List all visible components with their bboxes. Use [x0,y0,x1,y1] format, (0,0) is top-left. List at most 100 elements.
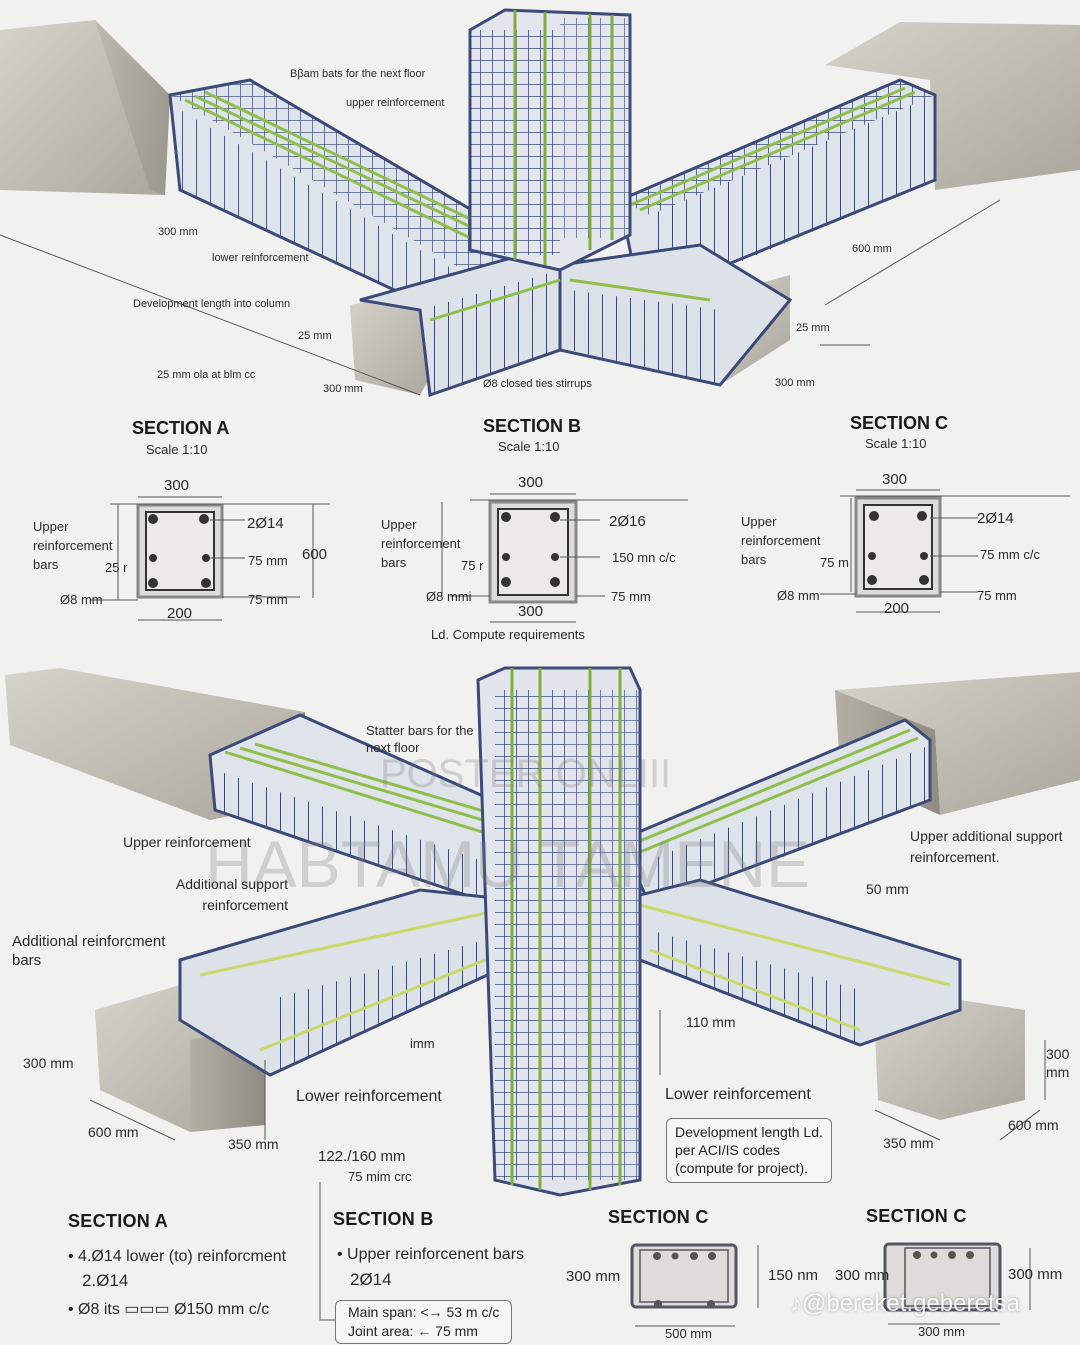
label-lower-reinforcement: lower reinforcement [212,252,309,264]
top-3d-view [0,8,1080,398]
section-b-side-label: Upper reinforcement bars [381,517,461,570]
section-c1-drawing [630,1243,759,1327]
section-b-item: Upper reinforcenent bars [337,1245,524,1265]
concrete-block-right [835,672,1080,815]
label-additional-support: Additional support reinforcement [175,876,288,913]
section-c-tie: Ø8 mm [777,588,820,603]
section-a-spacing: 75 mm [248,553,288,568]
label-dim-122-160: 122./160 mm [318,1148,406,1165]
concrete-block-front-right [875,1000,1025,1120]
label-development-length: Development length into column [133,298,291,310]
section-a-bottom: 75 mm [248,592,288,607]
section-a-width-top: 300 [164,477,190,494]
section-c-cover: 75 m [820,555,849,570]
joint-area-line: Joint area: ← 75 mm [348,1323,478,1339]
section-c2-height-right: 300 mm [1008,1266,1063,1283]
bottom-section-c2-title: SECTION C [866,1206,967,1226]
watermark-author: HABTAMU TAMENE [205,827,811,901]
concrete-block-top-right [825,22,1080,190]
label-dim-300-right: 300 mm [775,377,815,389]
section-a-item: 2.Ø14 [82,1271,129,1290]
section-c-width-bottom: 200 [884,600,910,617]
section-c1-depth: 150 nm [768,1267,819,1284]
section-c-drawing [820,489,1070,613]
section-b-tie: Ø8 mmi [426,589,472,604]
label-lower-reinforcement-left: Lower reinforcement [296,1088,442,1105]
section-a-drawing [90,496,330,621]
section-c-scale: Scale 1:10 [865,436,927,451]
section-b-item: 2Ø14 [350,1270,392,1289]
label-dim-110: 110 mm [686,1014,736,1030]
section-c-title: SECTION C [850,413,949,433]
section-a-cover: 25 r [105,560,128,575]
label-lower-reinforcement-right: Lower reinforcement [665,1086,811,1103]
bottom-section-c1-title: SECTION C [608,1207,709,1227]
main-span-line: Main span: <→ 53 m c/c [348,1304,500,1320]
section-c1-width: 500 mm [665,1326,712,1341]
section-c-spacing: 75 mm c/c [980,547,1040,562]
section-b-scale: Scale 1:10 [498,439,560,454]
section-c-bottom: 75 mm [977,588,1017,603]
section-b-bottom: 75 mm [611,589,651,604]
label-dim-300-right: 300 mm [1046,1046,1070,1080]
section-b-width-top: 300 [518,474,544,491]
span-box: Main span: <→ 53 m c/c Joint area: ← 75 … [335,1300,513,1344]
watermark-poster: POSTER ONLIII [380,752,672,796]
label-dim-600: 600 mm [852,243,892,255]
section-c-bars: 2Ø14 [977,510,1014,527]
credit-handle: @bereket.geberetsa [802,1290,1020,1317]
label-dim-300-b: 300 mm [323,383,363,395]
section-a-scale: Scale 1:10 [146,442,208,457]
section-c2-width: 300 mm [918,1324,965,1339]
section-c-width-top: 300 [882,471,908,488]
label-beam-bars-next-floor: Bβam bats for the next floor [290,68,426,80]
label-dim-600-left: 600 mm [88,1124,139,1140]
section-c-side-label: Upper reinforcement bars [741,514,821,567]
section-a-item: Ø8 its ▭▭▭ Ø150 mm c/c [68,1300,269,1320]
section-a-height: 600 [302,546,328,563]
development-length-note: Development length Ld. per ACI/IS codes … [666,1118,832,1183]
section-a-side-label: Upper reinforcement bars [33,519,113,572]
section-a-bars: 2Ø14 [247,515,284,532]
concrete-block-front-left [350,290,440,395]
label-upper-reinforcement: upper reinforcement [346,97,445,109]
creator-credit: ♪@bereket.geberetsa [790,1290,1020,1318]
section-c2-height-left: 300 mm [835,1267,890,1284]
label-closed-ties: Ø8 closed ties stirrups [483,378,592,390]
section-c2-drawing [883,1242,1031,1325]
section-b-width-bottom: 300 [518,603,544,620]
note-line: (compute for project). [675,1160,809,1177]
bottom-3d-view [5,666,1080,1321]
section-b-spacing: 150 mn c/c [612,550,676,565]
section-c1-height: 300 mm [566,1268,621,1285]
section-a-title: SECTION A [132,418,230,438]
label-75-crc: 75 mim crc [348,1169,412,1184]
bottom-section-a-title: SECTION A [68,1211,169,1231]
note-line: per ACI/IS codes [675,1142,781,1159]
label-starter-bars: Statter bars for the next floor [366,723,474,755]
tiktok-icon: ♪ [790,1290,802,1317]
section-a-item: 4.Ø14 lower (to) reinforcment [68,1247,286,1267]
section-b-title: SECTION B [483,416,582,436]
label-dim-50: 50 mm [866,881,909,897]
section-b-cover: 75 r [461,558,484,573]
note-line: Development length Ld. [675,1124,823,1140]
label-additional-bars: Additional reinforcment bars [12,933,166,969]
label-dim-300: 300 mm [158,226,198,238]
label-imm: imm [410,1036,435,1051]
section-a-tie: Ø8 mm [60,592,103,607]
label-dim-25: 25 mm [298,330,332,342]
label-cover: 25 mm ola at blm cc [157,369,256,381]
section-b-bars: 2Ø16 [609,513,646,530]
label-dim-350-left: 350 mm [228,1136,279,1152]
label-dim-350-right: 350 mm [883,1135,934,1151]
label-dim-600-right: 600 mm [1008,1117,1059,1133]
label-upper-reinforcement-b: Upper reinforcement [123,834,251,850]
bottom-section-b-title: SECTION B [333,1209,434,1229]
label-upper-additional-support: Upper additional support reinforcement. [910,828,1063,865]
label-dim-25-right: 25 mm [796,322,830,334]
label-dim-300-left: 300 mm [23,1055,74,1071]
section-b-note: Ld. Compute requirements [431,627,585,642]
section-b-drawing [441,493,688,623]
